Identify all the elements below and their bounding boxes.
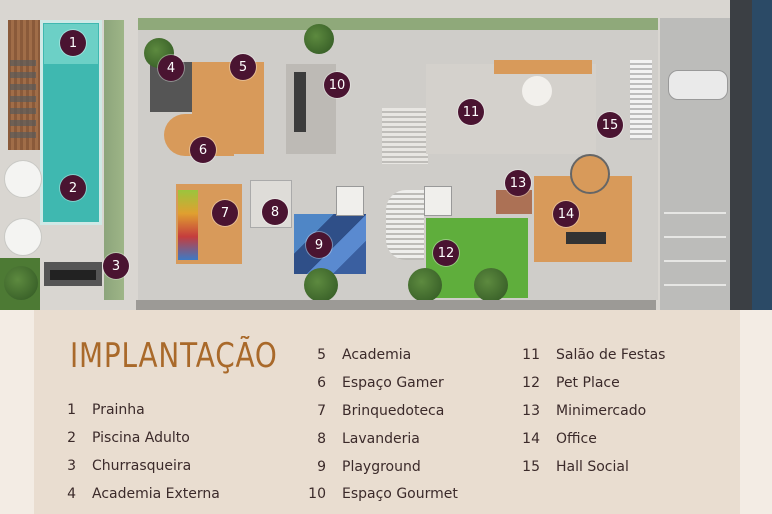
legend-label: Espaço Gamer bbox=[342, 375, 444, 391]
legend-label: Piscina Adulto bbox=[92, 430, 190, 446]
umbrella bbox=[4, 160, 42, 198]
marker-6[interactable]: 6 bbox=[190, 137, 216, 163]
marker-10[interactable]: 10 bbox=[324, 72, 350, 98]
ramp bbox=[630, 60, 652, 140]
legend-number: 2 bbox=[67, 430, 76, 446]
legend-item: 1 Prainha bbox=[54, 402, 145, 418]
legend-number: 9 bbox=[317, 459, 326, 475]
legend-number: 8 bbox=[317, 431, 326, 447]
legend-label: Brinquedoteca bbox=[342, 403, 445, 419]
legend-item: 4 Academia Externa bbox=[54, 486, 220, 502]
marker-7[interactable]: 7 bbox=[212, 200, 238, 226]
legend-label: Lavanderia bbox=[342, 431, 420, 447]
marker-14[interactable]: 14 bbox=[553, 201, 579, 227]
tree bbox=[304, 24, 334, 54]
marker-13[interactable]: 13 bbox=[505, 170, 531, 196]
legend-number: 7 bbox=[317, 403, 326, 419]
legend-number: 1 bbox=[67, 402, 76, 418]
tree bbox=[4, 266, 38, 300]
tree bbox=[408, 268, 442, 302]
tree bbox=[304, 268, 338, 302]
legend-panel: IMPLANTAÇÃO 1 Prainha 2 Piscina Adulto 3 Ch… bbox=[34, 310, 740, 514]
parking-lines bbox=[664, 190, 726, 308]
legend-number: 15 bbox=[522, 459, 540, 475]
hedge bbox=[104, 20, 124, 300]
tree bbox=[474, 268, 508, 302]
legend-item: 9 Playground bbox=[304, 459, 421, 475]
barbecue-table bbox=[50, 270, 96, 280]
elevator bbox=[336, 186, 364, 216]
elevator bbox=[424, 186, 452, 216]
party-hall bbox=[426, 64, 596, 154]
legend-item: 15 Hall Social bbox=[518, 459, 629, 475]
umbrella bbox=[4, 218, 42, 256]
legend-label: Academia Externa bbox=[92, 486, 220, 502]
marker-12[interactable]: 12 bbox=[433, 240, 459, 266]
marker-11[interactable]: 11 bbox=[458, 99, 484, 125]
legend-label: Salão de Festas bbox=[556, 347, 666, 363]
car bbox=[668, 70, 728, 100]
legend-item: 14 Office bbox=[518, 431, 597, 447]
marker-3[interactable]: 3 bbox=[103, 253, 129, 279]
legend-item: 12 Pet Place bbox=[518, 375, 620, 391]
legend-item: 7 Brinquedoteca bbox=[304, 403, 444, 419]
legend-number: 3 bbox=[67, 458, 76, 474]
site-plan: 1 2 3 4 5 6 7 8 9 10 11 12 13 14 15 bbox=[0, 0, 772, 310]
legend-number: 14 bbox=[522, 431, 540, 447]
toy-library-play bbox=[178, 190, 198, 260]
marker-9[interactable]: 9 bbox=[306, 232, 332, 258]
gourmet-counter bbox=[294, 72, 306, 132]
legend-number: 12 bbox=[522, 375, 540, 391]
legend-item: 2 Piscina Adulto bbox=[54, 430, 190, 446]
marker-5[interactable]: 5 bbox=[230, 54, 256, 80]
legend-label: Prainha bbox=[92, 402, 145, 418]
legend-title: IMPLANTAÇÃO bbox=[70, 336, 278, 376]
legend-label: Academia bbox=[342, 347, 412, 363]
marker-1[interactable]: 1 bbox=[60, 30, 86, 56]
marker-4[interactable]: 4 bbox=[158, 55, 184, 81]
legend-item: 6 Espaço Gamer bbox=[304, 375, 444, 391]
party-kitchen bbox=[494, 60, 592, 74]
legend-number: 6 bbox=[317, 375, 326, 391]
legend-label: Playground bbox=[342, 459, 421, 475]
road-edge bbox=[752, 0, 772, 310]
legend-item: 10 Espaço Gourmet bbox=[304, 486, 458, 502]
marker-8[interactable]: 8 bbox=[262, 199, 288, 225]
legend-item: 8 Lavanderia bbox=[304, 431, 420, 447]
legend-item: 13 Minimercado bbox=[518, 403, 646, 419]
lower-hedge bbox=[136, 300, 656, 310]
legend-item: 5 Academia bbox=[304, 347, 411, 363]
office-table bbox=[566, 232, 606, 244]
legend-number: 11 bbox=[522, 347, 540, 363]
legend-item: 11 Salão de Festas bbox=[518, 347, 665, 363]
legend-number: 10 bbox=[308, 486, 326, 502]
legend-number: 13 bbox=[522, 403, 540, 419]
legend-number: 5 bbox=[317, 347, 326, 363]
marker-15[interactable]: 15 bbox=[597, 112, 623, 138]
office-round bbox=[570, 154, 610, 194]
upper-hedge bbox=[138, 18, 658, 30]
marker-2[interactable]: 2 bbox=[60, 175, 86, 201]
lounge-chairs bbox=[10, 60, 36, 140]
legend-label: Churrasqueira bbox=[92, 458, 192, 474]
legend-label: Pet Place bbox=[556, 375, 620, 391]
legend-number: 4 bbox=[67, 486, 76, 502]
legend-label: Hall Social bbox=[556, 459, 629, 475]
round-table bbox=[522, 76, 552, 106]
legend-label: Espaço Gourmet bbox=[342, 486, 458, 502]
stairs bbox=[382, 108, 428, 164]
spiral-stair bbox=[386, 190, 424, 260]
legend-label: Office bbox=[556, 431, 597, 447]
legend-item: 3 Churrasqueira bbox=[54, 458, 191, 474]
legend-label: Minimercado bbox=[556, 403, 647, 419]
